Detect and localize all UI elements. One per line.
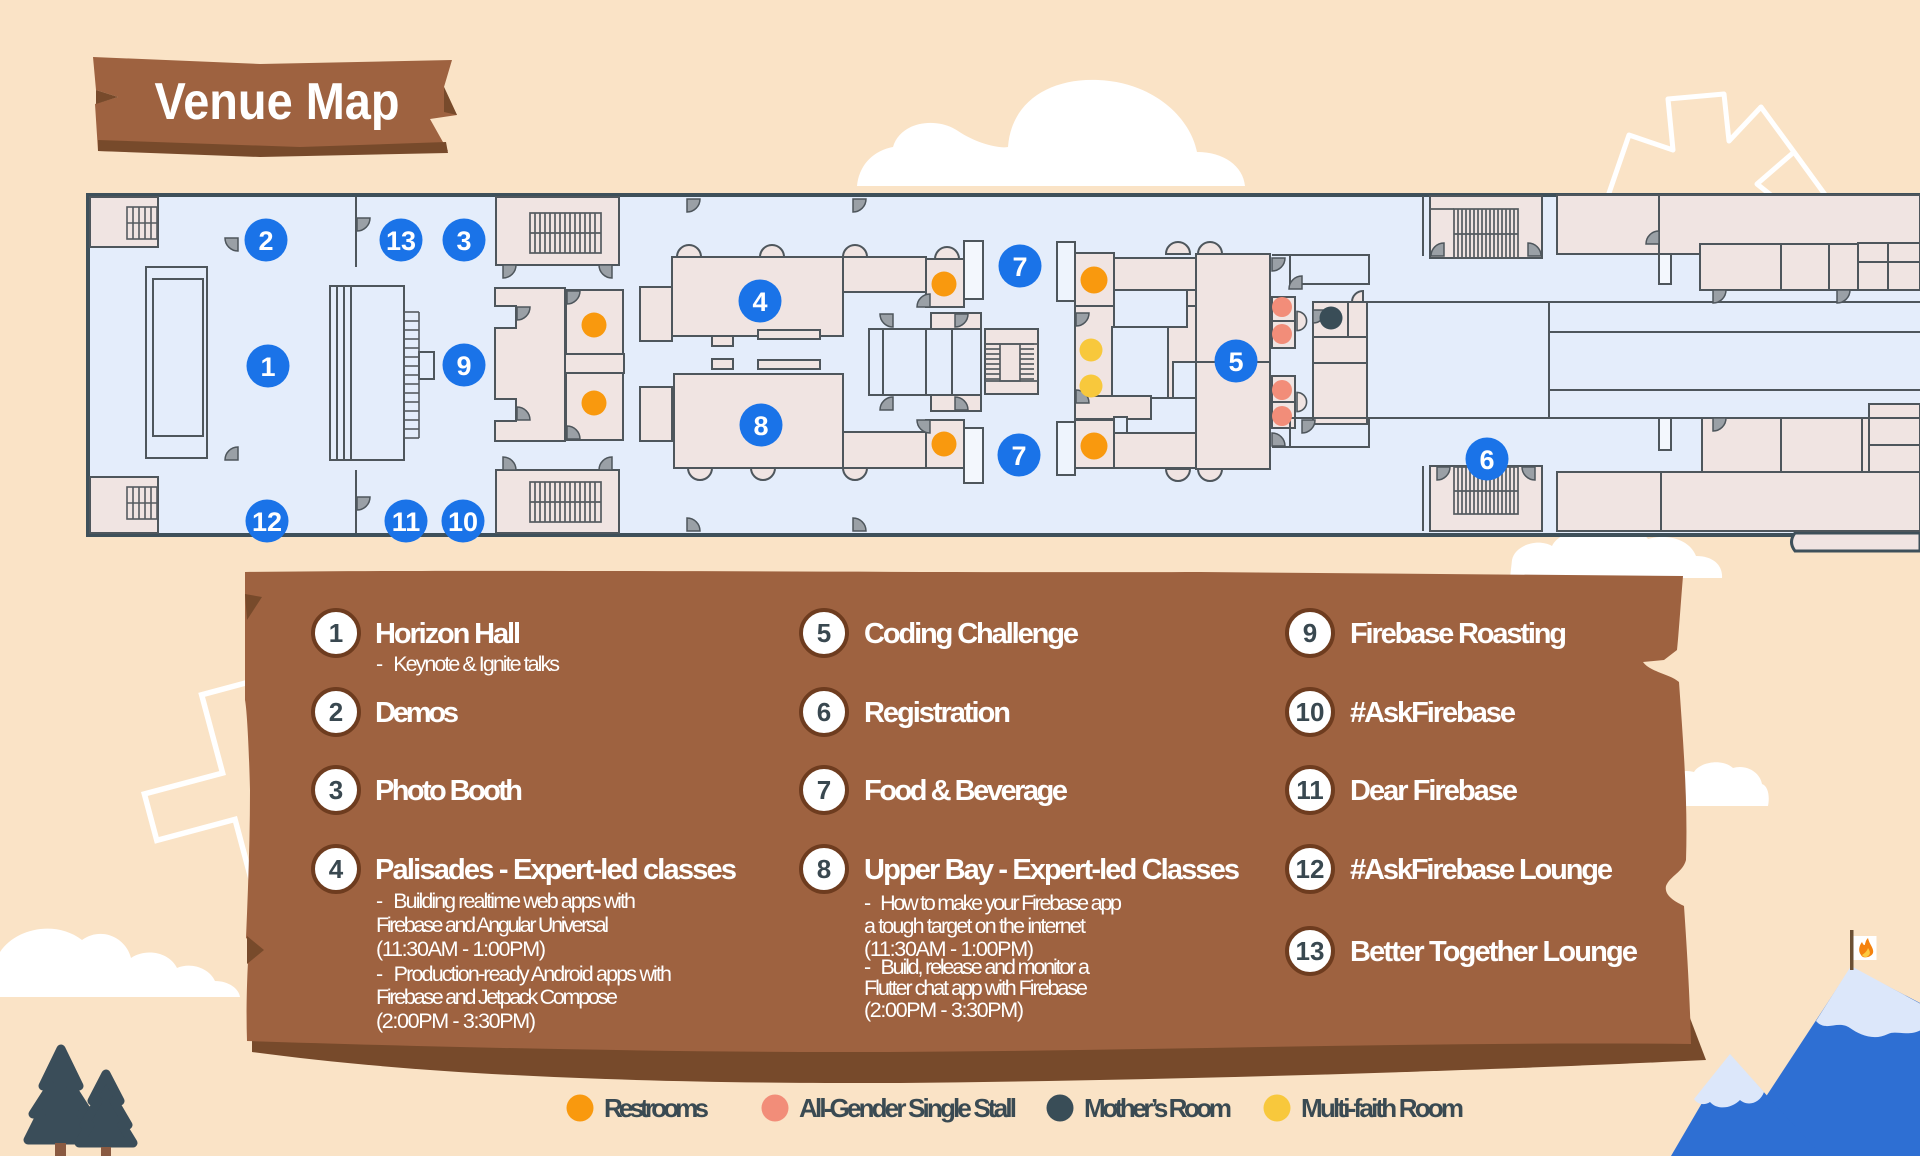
svg-text:10: 10 [1296,697,1325,727]
svg-text:Multi-faith Room: Multi-faith Room [1301,1093,1464,1123]
svg-text:#AskFirebase Lounge: #AskFirebase Lounge [1350,854,1613,886]
svg-text:- Keynote & Ignite talks: - Keynote & Ignite talks [376,652,560,676]
svg-text:9: 9 [456,351,471,381]
svg-text:Palisades - Expert-led classes: Palisades - Expert-led classes [375,854,737,886]
svg-text:Firebase Roasting: Firebase Roasting [1350,618,1567,650]
svg-text:a tough target on the internet: a tough target on the internet [864,914,1086,938]
svg-text:7: 7 [817,775,831,805]
svg-text:Firebase and Angular Universal: Firebase and Angular Universal [376,913,609,937]
svg-text:- Production-ready Android a: - Production-ready Android apps with [376,962,672,986]
svg-text:Demos: Demos [375,697,459,729]
svg-text:8: 8 [753,411,768,441]
svg-text:#AskFirebase: #AskFirebase [1350,697,1516,729]
svg-text:4: 4 [752,287,767,317]
svg-text:Coding Challenge: Coding Challenge [864,618,1079,650]
svg-text:Firebase and Jetpack Compose: Firebase and Jetpack Compose [376,985,618,1009]
svg-text:11: 11 [1296,775,1324,805]
svg-text:2: 2 [258,226,273,256]
svg-text:13: 13 [386,226,416,256]
svg-text:- How to make your Firebase: - How to make your Firebase app [864,891,1122,915]
svg-text:5: 5 [817,618,831,648]
svg-text:11: 11 [392,507,421,537]
svg-text:Flutter chat app with Firebase: Flutter chat app with Firebase [864,976,1088,1000]
svg-text:Food & Beverage: Food & Beverage [864,775,1068,807]
svg-text:Venue Map: Venue Map [155,73,400,131]
svg-text:7: 7 [1012,252,1027,282]
svg-text:2: 2 [329,697,343,727]
svg-text:(11:30AM - 1:00PM): (11:30AM - 1:00PM) [864,937,1034,961]
svg-text:10: 10 [448,507,478,537]
svg-text:Better Together Lounge: Better Together Lounge [1350,936,1638,968]
svg-text:Registration: Registration [864,697,1011,729]
svg-text:3: 3 [456,226,471,256]
svg-text:1: 1 [260,352,275,382]
svg-text:12: 12 [252,507,282,537]
svg-text:Photo Booth: Photo Booth [375,775,523,807]
svg-text:13: 13 [1296,936,1325,966]
svg-text:5: 5 [1228,347,1243,377]
svg-text:Upper Bay - Expert-led Classes: Upper Bay - Expert-led Classes [864,854,1240,886]
svg-text:8: 8 [817,854,831,884]
svg-text:Mother’s Room: Mother’s Room [1084,1093,1232,1123]
svg-text:6: 6 [817,697,831,727]
svg-text:- Building realtime web apps: - Building realtime web apps with [376,889,636,913]
svg-text:4: 4 [329,854,344,884]
svg-text:Dear Firebase: Dear Firebase [1350,775,1518,807]
svg-text:- Build, release and monitor: - Build, release and monitor a [864,955,1090,979]
svg-text:Horizon Hall: Horizon Hall [375,618,521,650]
svg-text:6: 6 [1479,445,1494,475]
svg-text:12: 12 [1296,854,1325,884]
svg-text:3: 3 [329,775,343,805]
svg-text:9: 9 [1303,618,1317,648]
svg-text:All-Gender Single Stall: All-Gender Single Stall [799,1093,1017,1123]
svg-text:7: 7 [1011,441,1026,471]
svg-text:(2:00PM - 3:30PM): (2:00PM - 3:30PM) [864,998,1024,1022]
svg-text:(11:30AM - 1:00PM): (11:30AM - 1:00PM) [376,937,546,961]
svg-text:1: 1 [329,618,343,648]
svg-text:Restrooms: Restrooms [604,1093,709,1123]
svg-text:(2:00PM - 3:30PM): (2:00PM - 3:30PM) [376,1009,536,1033]
